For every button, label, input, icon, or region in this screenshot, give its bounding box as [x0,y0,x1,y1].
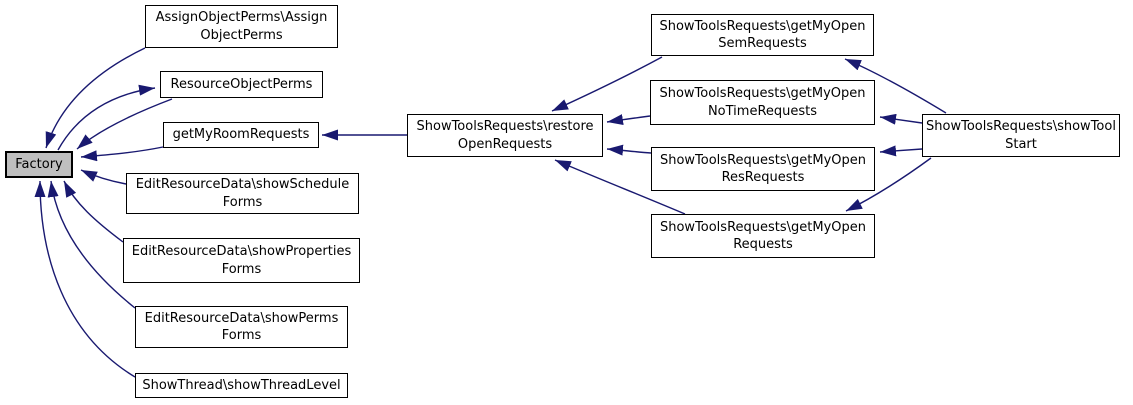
edge-get-my-open-sem-requests-to-restore-open-requests [551,56,663,112]
edge-show-schedule-forms-to-factory [80,169,127,185]
node-restore-open-requests[interactable]: ShowToolsRequests\restore OpenRequests [407,114,603,157]
edge-assign-object-perms-to-factory [45,47,146,149]
edge-show-thread-level-to-factory [34,180,136,378]
edge-show-tool-start-to-get-my-open-no-time-requests [879,113,923,125]
node-resource-object-perms[interactable]: ResourceObjectPerms [160,71,323,98]
node-assign-object-perms[interactable]: AssignObjectPerms\Assign ObjectPerms [145,5,338,48]
edge-resource-object-perms-to-factory [76,98,173,150]
edge-show-properties-forms-to-factory [63,180,124,243]
node-get-my-open-sem-requests[interactable]: ShowToolsRequests\getMyOpen SemRequests [651,14,874,56]
node-show-properties-forms[interactable]: EditResourceData\showProperties Forms [123,238,360,283]
edge-show-tool-start-to-get-my-open-sem-requests [844,58,947,114]
node-get-my-open-requests[interactable]: ShowToolsRequests\getMyOpen Requests [651,214,875,258]
node-get-my-open-res-requests[interactable]: ShowToolsRequests\getMyOpen ResRequests [651,147,875,191]
edge-get-my-open-requests-to-restore-open-requests [554,159,686,215]
edge-show-perms-forms-to-factory [47,180,136,309]
node-show-schedule-forms[interactable]: EditResourceData\showSchedule Forms [126,173,359,214]
edge-get-my-room-requests-to-factory [80,146,164,162]
node-factory[interactable]: Factory [5,151,73,178]
edges [34,47,947,378]
node-show-tool-start[interactable]: ShowToolsRequests\showTool Start [922,114,1120,157]
node-get-my-room-requests[interactable]: getMyRoomRequests [163,122,319,148]
edge-show-tool-start-to-get-my-open-requests [845,157,932,212]
edge-show-tool-start-to-get-my-open-res-requests [879,145,923,157]
edge-get-my-open-no-time-requests-to-restore-open-requests [606,114,651,126]
node-show-thread-level[interactable]: ShowThread\showThreadLevel [135,373,348,398]
edge-factory-to-resource-object-perms [57,84,156,151]
node-get-my-open-no-time-requests[interactable]: ShowToolsRequests\getMyOpen NoTimeReques… [650,80,875,125]
node-show-perms-forms[interactable]: EditResourceData\showPerms Forms [135,306,348,348]
edge-get-my-open-res-requests-to-restore-open-requests [606,144,652,156]
